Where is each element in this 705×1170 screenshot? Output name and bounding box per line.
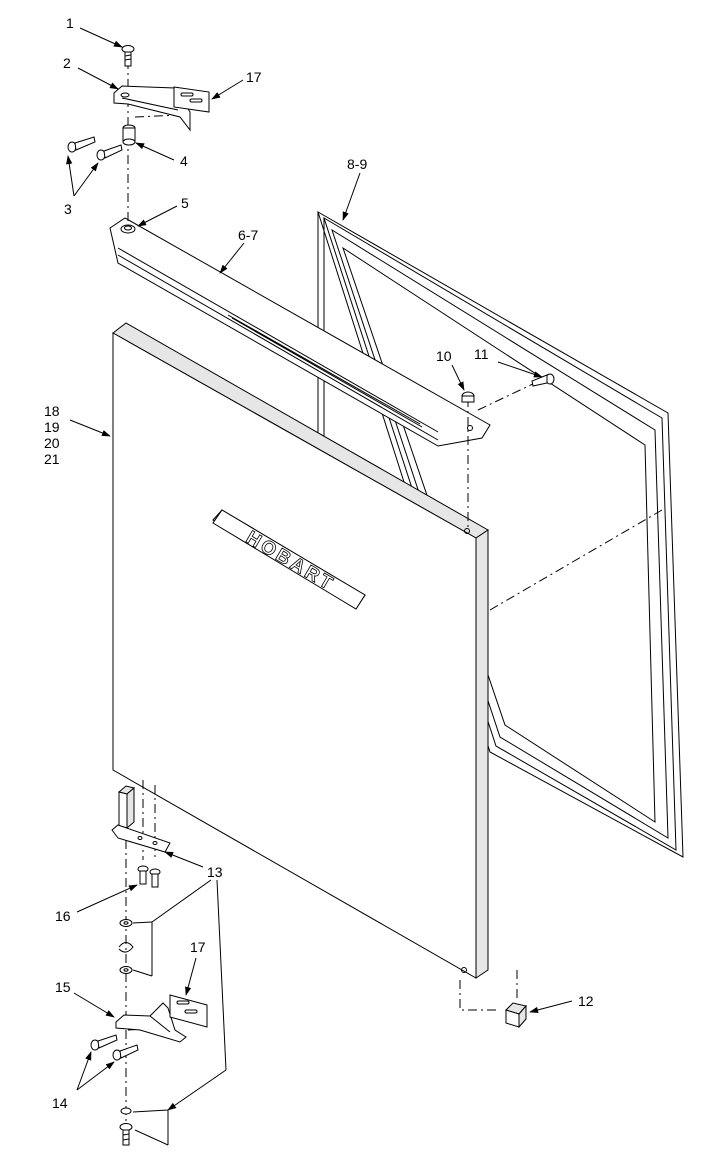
bottom-hinge-bracket-upper	[111, 824, 171, 853]
callout-20: 20	[44, 435, 60, 451]
callout-8-9: 8-9	[347, 156, 367, 172]
callout-2: 2	[63, 55, 71, 71]
bottom-mounting-screws-14	[90, 1034, 139, 1061]
callout-3: 3	[64, 201, 72, 217]
top-screw	[121, 45, 135, 67]
bottom-washer-screw	[119, 1107, 133, 1146]
leader-lines	[66, 27, 573, 1146]
callout-1: 1	[66, 15, 74, 31]
door-panel	[112, 322, 489, 979]
callout-4: 4	[180, 153, 188, 169]
door-frame-gasket	[317, 210, 684, 858]
door-stop-pad	[505, 1002, 527, 1029]
callout-12: 12	[578, 993, 594, 1009]
bottom-hinge-bracket-lower	[115, 1002, 187, 1043]
top-hinge-shim	[173, 86, 210, 113]
bottom-hinge-shim	[169, 994, 208, 1028]
callout-15: 15	[55, 979, 71, 995]
side-screw-11	[531, 373, 555, 387]
washer-spring-set	[118, 919, 134, 974]
top-hinge-channel	[109, 217, 491, 447]
callout-5: 5	[181, 195, 189, 211]
callout-19: 19	[44, 419, 60, 435]
callout-17-top: 17	[246, 69, 262, 85]
top-hinge-pin	[122, 124, 136, 146]
top-hinge-bracket	[113, 85, 191, 132]
callout-17-bottom: 17	[190, 939, 206, 955]
callout-18: 18	[44, 403, 60, 419]
callout-6-7: 6-7	[238, 227, 258, 243]
bottom-hinge-pin-block	[117, 785, 136, 830]
callout-21: 21	[44, 451, 60, 467]
callout-14: 14	[52, 1095, 68, 1111]
bottom-screws-16	[137, 865, 161, 888]
callout-11: 11	[474, 346, 489, 362]
callout-16: 16	[55, 908, 71, 924]
hinge-bushing-top	[461, 391, 475, 403]
callout-10: 10	[436, 348, 452, 364]
callout-labels: 1 2 17 4 3 5 6-7 8-9 10 11 18 19 20 21 1…	[44, 15, 594, 1111]
callout-13: 13	[207, 864, 223, 880]
top-mounting-screws	[67, 136, 123, 161]
